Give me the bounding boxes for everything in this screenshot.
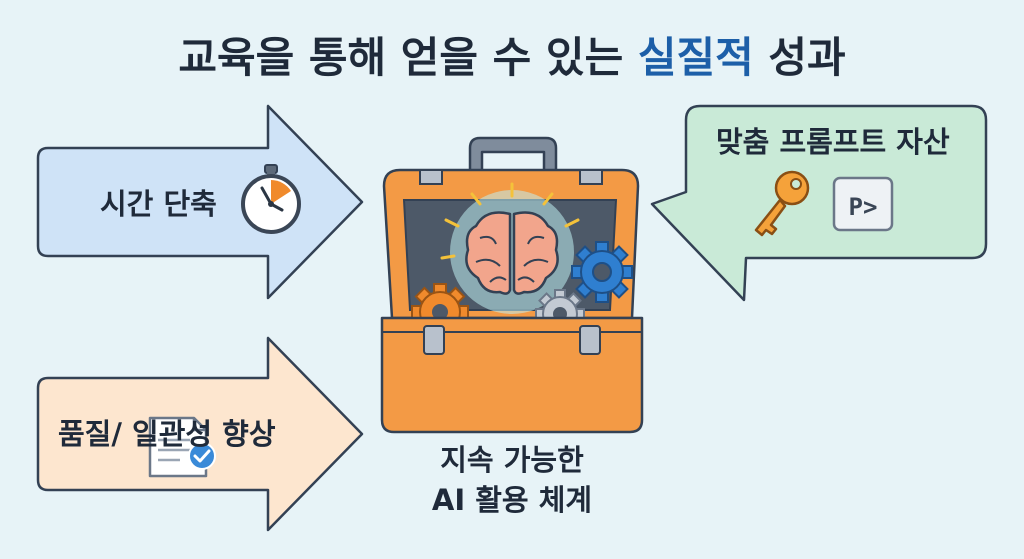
center-label-line1: 지속 가능한 [440,443,584,477]
prompt-asset-card: 맞춤 프롬프트 자산 P> [650,104,988,302]
stopwatch-icon [241,164,301,234]
idea-rays [440,182,580,260]
toolbox-body [380,316,644,434]
title-highlight: 실질적 [638,33,754,82]
toolbox-illustration [380,136,644,434]
time-card-label: 시간 단축 [100,187,217,221]
prompt-badge-text: P> [849,193,878,221]
prompt-card-bubble-shape [650,104,988,302]
quality-card-label: 품질/ 일관성 향상 [58,417,276,451]
checked-document-icon [148,416,216,478]
page-title: 교육을 통해 얻을 수 있는 실질적 성과 [178,33,845,82]
title-suffix: 성과 [754,33,846,82]
time-saving-card: 시간 단축 [36,104,364,300]
brain-icon [465,211,559,295]
time-card-arrow-shape [36,104,364,300]
toolbox-handle [468,136,558,174]
toolbox-latch-left [423,325,445,355]
blue-gear-icon [571,241,633,303]
key-icon [754,170,810,237]
center-label-line2: AI 활용 체계 [432,483,592,517]
prompt-badge-icon: P> [832,176,894,232]
prompt-card-label: 맞춤 프롬프트 자산 [716,125,950,159]
title-prefix: 교육을 통해 얻을 수 있는 [178,33,638,82]
toolbox-latch-right [579,325,601,355]
quality-card: 품질/ 일관성 향상 [36,336,364,532]
